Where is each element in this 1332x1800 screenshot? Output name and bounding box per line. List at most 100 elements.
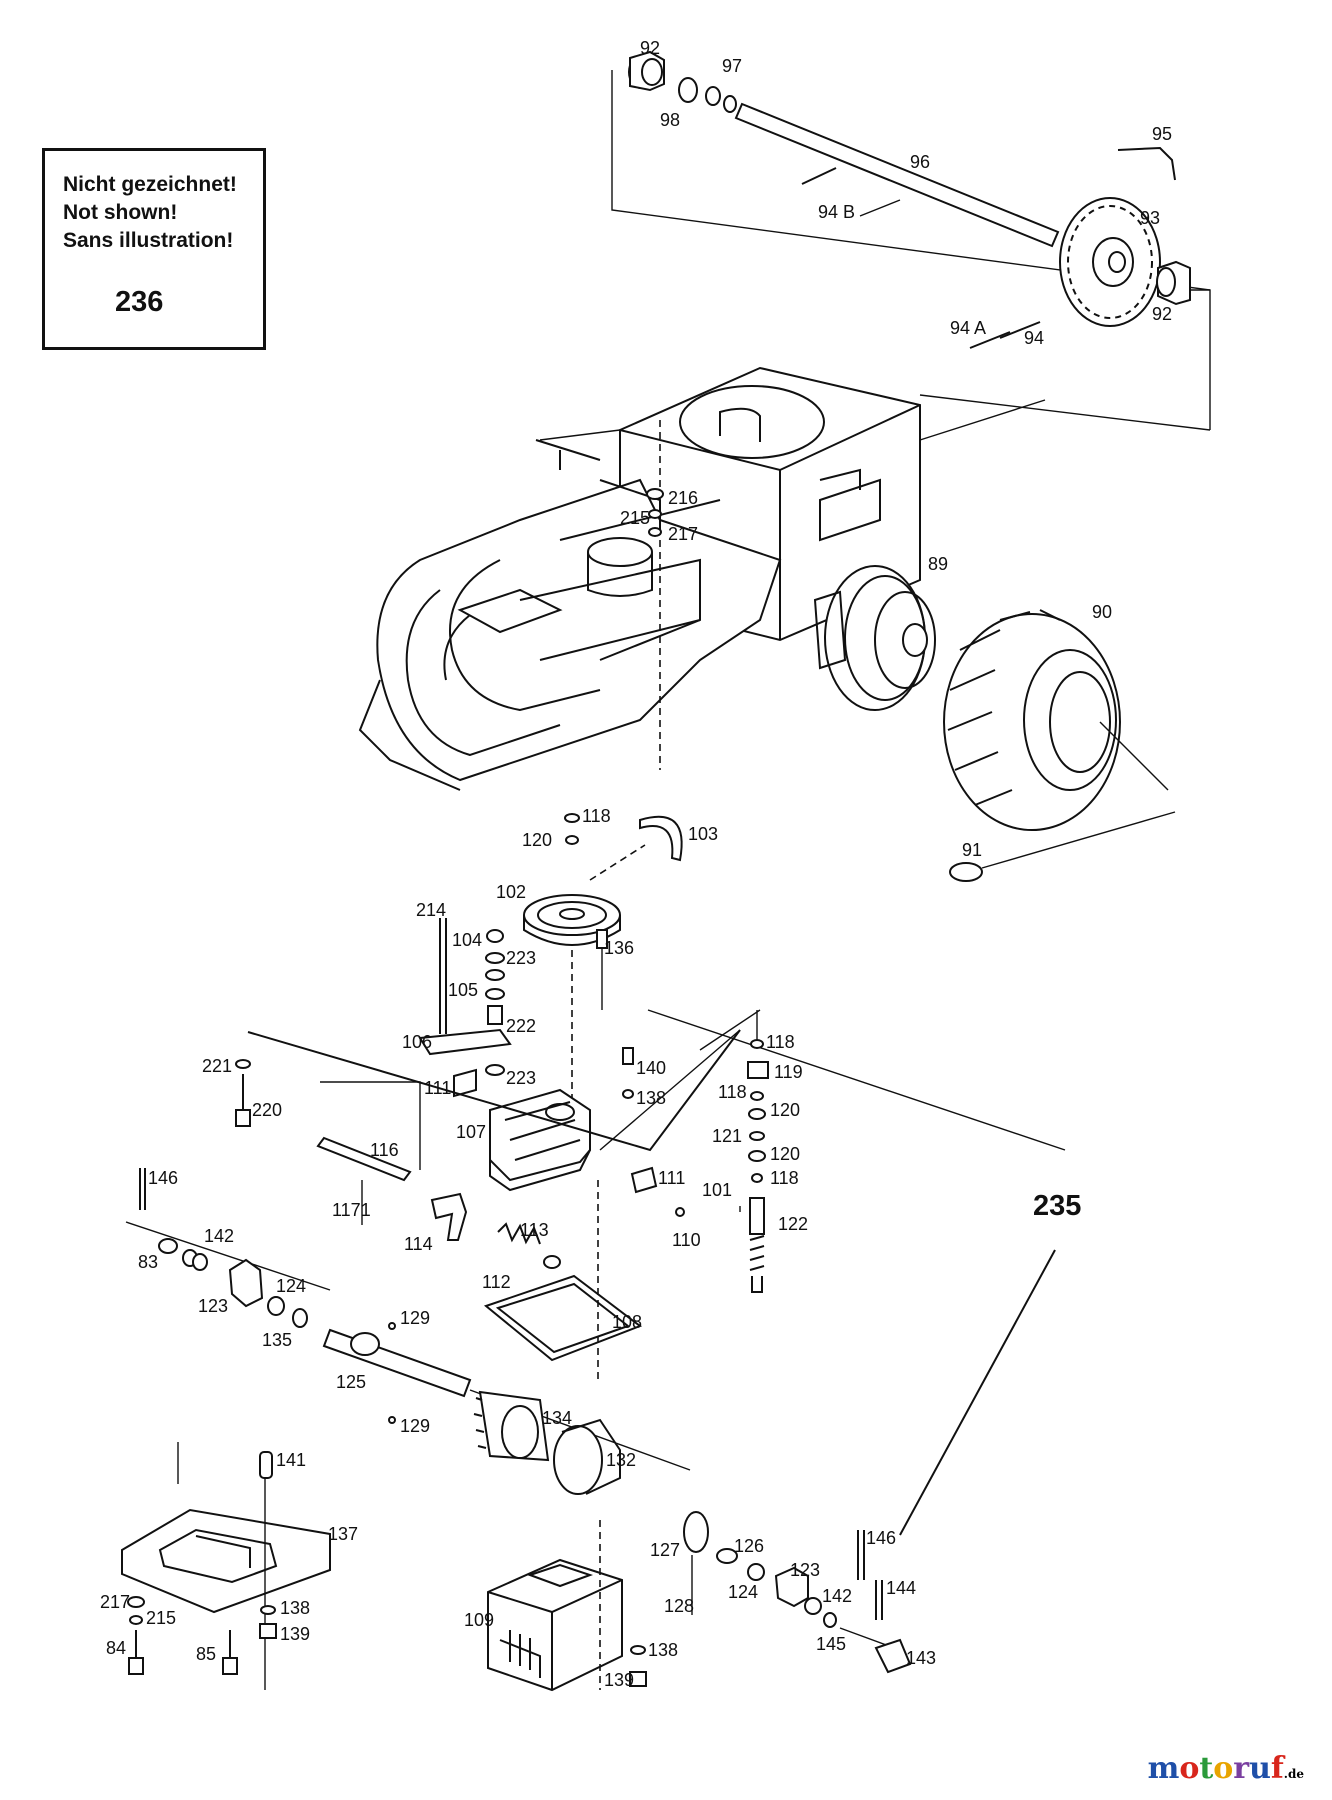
part-label-113: 113 xyxy=(520,1220,549,1240)
part-label-118-right: 118 xyxy=(766,1032,795,1052)
bearing-123-right xyxy=(774,1566,809,1608)
part-label-105: 105 xyxy=(448,980,478,1000)
part-label-128: 128 xyxy=(664,1596,694,1616)
screw-85 xyxy=(222,1657,238,1675)
gearbox-assembly-line xyxy=(247,1029,741,1152)
part-label-97: 97 xyxy=(722,56,742,76)
gearbox-lower-housing-109 xyxy=(487,1520,647,1692)
part-label-95: 95 xyxy=(1152,124,1172,144)
part-label-92-right: 92 xyxy=(1152,304,1172,324)
note-german: Nicht gezeichnet! xyxy=(63,173,237,196)
washer-98 xyxy=(678,77,698,103)
screw-84 xyxy=(128,1657,144,1675)
part-label-1171: 1171 xyxy=(332,1200,371,1220)
pin-129-lower xyxy=(388,1416,396,1424)
part-label-94a: 94 A xyxy=(950,318,986,338)
part-label-119: 119 xyxy=(774,1062,803,1082)
shift-rod-116 xyxy=(316,1136,412,1182)
part-label-138-right: 138 xyxy=(648,1640,678,1660)
part-label-139-right: 139 xyxy=(604,1670,634,1690)
assembly-number-235: 235 xyxy=(1033,1190,1082,1222)
bushing-111-right xyxy=(630,1166,658,1194)
part-label-139-left: 139 xyxy=(280,1624,310,1644)
logo-letter: r xyxy=(1233,1751,1250,1786)
part-label-91: 91 xyxy=(962,840,982,860)
tire-90 xyxy=(943,609,1169,831)
spacer-141 xyxy=(259,1451,273,1479)
part-label-135: 135 xyxy=(262,1330,292,1350)
part-label-116: 116 xyxy=(370,1140,399,1160)
part-label-118-lower: 118 xyxy=(770,1168,799,1188)
pin-214 xyxy=(439,918,447,1034)
screw-220 xyxy=(235,1059,251,1127)
logo-wordmark: motoruf xyxy=(1148,1751,1284,1786)
part-label-146-right: 146 xyxy=(866,1528,896,1548)
part-label-223: 223 xyxy=(506,948,536,968)
bushing-92-left xyxy=(628,50,665,92)
part-label-89: 89 xyxy=(928,554,948,574)
part-label-220: 220 xyxy=(252,1100,282,1120)
washer-124-left xyxy=(267,1296,285,1316)
part-label-123: 123 xyxy=(198,1296,228,1316)
nut-139-right xyxy=(629,1671,647,1687)
base-plate-137 xyxy=(121,1442,331,1690)
pulley-102 xyxy=(523,894,621,946)
part-label-120: 120 xyxy=(522,830,552,850)
washer-118-top xyxy=(564,813,580,823)
logo-letter: t xyxy=(1199,1751,1214,1786)
washer-217-lower xyxy=(127,1596,145,1608)
spring-113 xyxy=(497,1222,541,1245)
note-part-number: 236 xyxy=(115,286,164,318)
part-label-98: 98 xyxy=(660,110,680,130)
nut-139-left xyxy=(259,1623,277,1639)
part-label-84: 84 xyxy=(106,1638,126,1658)
chassis-frame xyxy=(358,366,1046,791)
note-english: Not shown! xyxy=(63,201,178,224)
part-label-121: 121 xyxy=(712,1126,742,1146)
rear-axle-group xyxy=(611,50,1211,431)
logo-domain-suffix: .de xyxy=(1283,1767,1304,1781)
washer-83 xyxy=(158,1238,178,1254)
part-label-120-lower: 120 xyxy=(770,1144,800,1164)
part-label-142-right: 142 xyxy=(822,1586,852,1606)
part-label-137: 137 xyxy=(328,1524,358,1544)
part-label-94b: 94 B xyxy=(818,202,855,222)
frame-fastener-stack xyxy=(646,488,664,537)
bearing-127 xyxy=(683,1511,709,1553)
pin-146-right xyxy=(857,1530,865,1580)
pin-146-left xyxy=(139,1168,146,1210)
part-label-132: 132 xyxy=(606,1450,636,1470)
part-label-141: 141 xyxy=(276,1450,306,1470)
main-shaft-group xyxy=(125,1168,912,1674)
washer-97 xyxy=(705,86,721,106)
part-label-214: 214 xyxy=(416,900,446,920)
part-label-217: 217 xyxy=(668,524,698,544)
washer-135 xyxy=(292,1308,308,1328)
part-label-83: 83 xyxy=(138,1252,158,1272)
nut-143 xyxy=(874,1638,912,1674)
axle-assembly-line-right xyxy=(919,289,1211,431)
part-label-85: 85 xyxy=(196,1644,216,1664)
bushing-111-left xyxy=(453,1068,477,1098)
part-label-129-lower: 129 xyxy=(400,1416,430,1436)
ring-97 xyxy=(723,95,737,113)
part-label-118-mid: 118 xyxy=(718,1082,747,1102)
part-label-222: 222 xyxy=(506,1016,536,1036)
part-label-138-left: 138 xyxy=(280,1598,310,1618)
lever-106 xyxy=(418,1028,512,1056)
part-label-125: 125 xyxy=(336,1372,366,1392)
pin-129-upper xyxy=(388,1322,396,1330)
part-label-134: 134 xyxy=(542,1408,572,1428)
part-label-216: 216 xyxy=(668,488,698,508)
sprocket-93 xyxy=(1059,197,1161,327)
leader-line-235-lower xyxy=(899,1249,1056,1536)
part-label-109: 109 xyxy=(464,1610,494,1630)
washer-142-right xyxy=(804,1597,822,1615)
part-label-90: 90 xyxy=(1092,602,1112,622)
bearing-123-left xyxy=(228,1258,264,1308)
part-label-96: 96 xyxy=(910,152,930,172)
not-shown-note-box: Nicht gezeichnet! Not shown! Sans illust… xyxy=(42,148,266,350)
part-label-215: 215 xyxy=(620,508,650,528)
part-label-101: 101 xyxy=(702,1180,732,1200)
